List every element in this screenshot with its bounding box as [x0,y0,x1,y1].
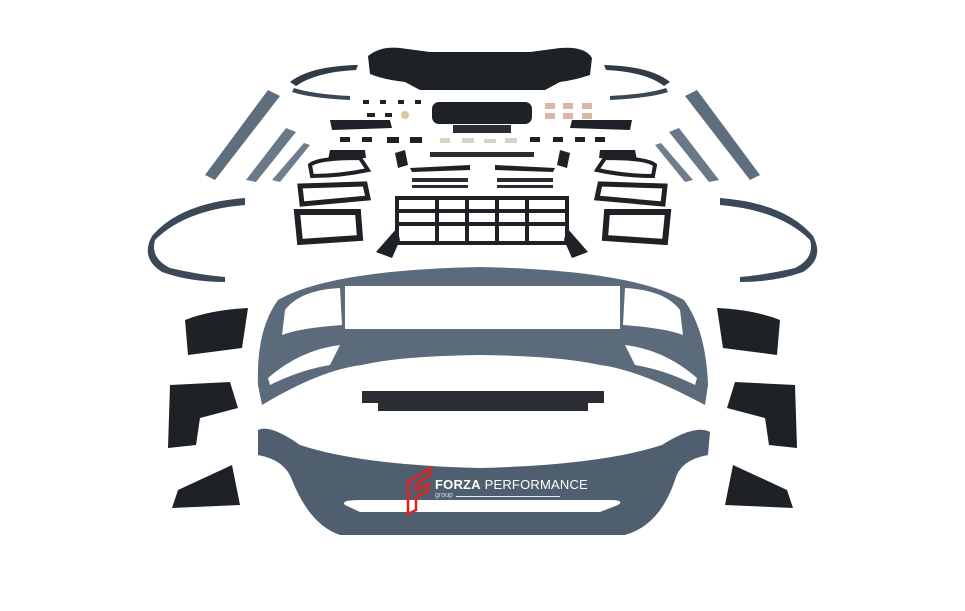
side-skirt-right-1 [685,90,760,180]
side-skirt-right-3 [655,143,693,182]
arch-top-left [290,65,358,86]
watermark-group: group [435,492,453,499]
watermark-brand: FORZA PERFORMANCE [435,477,588,492]
side-skirt-left-2 [246,128,296,182]
main-grille [395,196,569,245]
rear-diffuser [368,47,592,90]
side-skirt-right-2 [669,128,719,182]
watermark-underline [456,496,560,497]
arch-top-right [604,65,670,86]
forza-logo-mark [406,465,432,517]
side-skirt-left-1 [205,90,280,180]
arch-front-right [720,198,818,282]
arch-top-left-2 [292,88,350,100]
arch-top-right-2 [610,88,668,100]
lower-grille [362,391,604,411]
rear-center-panel [432,102,532,124]
arch-front-left [147,198,245,282]
side-skirt-left-3 [272,143,310,182]
